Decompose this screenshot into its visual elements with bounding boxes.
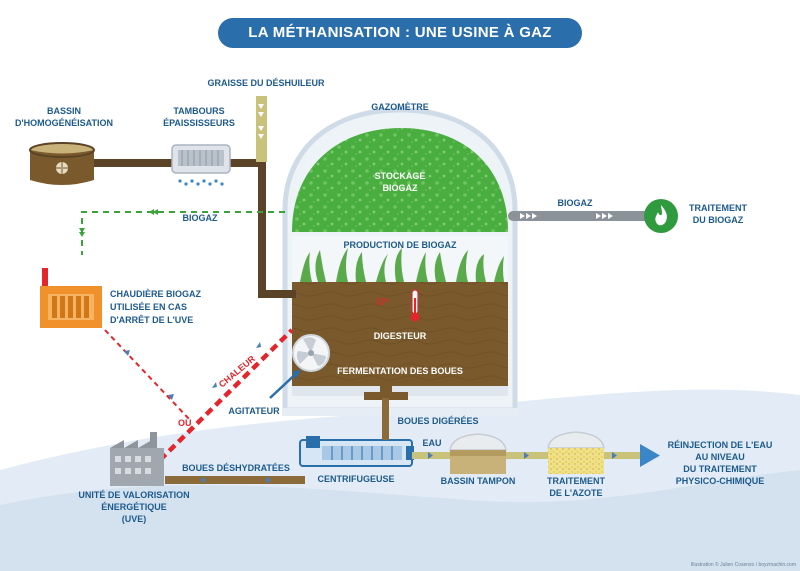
label-graisse: GRAISSE DU DÉSHUILEUR — [207, 78, 325, 88]
label-bassin-2: D'HOMOGÉNÉISATION — [15, 118, 113, 128]
agitator-fan-icon — [292, 334, 330, 372]
label-traitement-azote-1: TRAITEMENT — [547, 476, 605, 486]
nitrogen-treatment — [547, 431, 605, 474]
label-traitement-azote-2: DE L'AZOTE — [549, 488, 602, 498]
label-gazometre: GAZOMÈTRE — [371, 102, 429, 112]
label-chaudiere-3: D'ARRÊT DE L'UVE — [110, 314, 193, 325]
homogenization-basin — [29, 142, 95, 185]
background-wave-front — [0, 470, 800, 571]
label-centrifugeuse: CENTRIFUGEUSE — [317, 474, 394, 484]
label-uve-2: ÉNERGÉTIQUE — [101, 502, 167, 512]
label-chaudiere-1: CHAUDIÈRE BIOGAZ — [110, 289, 202, 299]
label-chaudiere-2: UTILISÉE EN CAS — [110, 302, 187, 312]
label-bassin-1: BASSIN — [47, 106, 81, 116]
label-biogaz-right: BIOGAZ — [558, 198, 594, 208]
biogas-production-plants — [300, 248, 504, 282]
digester-building — [282, 107, 518, 416]
biogas-flow-arrows — [79, 209, 158, 237]
label-bassin-tampon: BASSIN TAMPON — [441, 476, 516, 486]
dewatered-sludge-pipe — [165, 476, 305, 484]
label-biogaz-left: BIOGAZ — [183, 213, 219, 223]
page-title: LA MÉTHANISATION : UNE USINE À GAZ — [218, 18, 582, 48]
label-agitateur: AGITATEUR — [228, 406, 280, 416]
label-stockage-1: STOCKAGE — [375, 171, 426, 181]
biogas-line-to-boiler — [81, 211, 285, 255]
label-stockage-2: BIOGAZ — [383, 183, 419, 193]
factory-icon — [110, 432, 164, 486]
boiler-icon — [40, 268, 102, 328]
label-traitement-biogaz-1: TRAITEMENT — [689, 203, 747, 213]
credit-text: Illustration © Julien Cosenzo / boyzmach… — [691, 561, 796, 568]
label-reinjection-3: DU TRAITEMENT — [683, 464, 757, 474]
label-digesteur: DIGESTEUR — [374, 331, 427, 341]
label-boues-digerees: BOUES DIGÉRÉES — [397, 416, 478, 426]
heat-line-from-uve — [158, 328, 294, 462]
heat-line-from-boiler — [104, 329, 191, 421]
biogas-pipe-to-treatment — [508, 211, 650, 221]
temperature-label: 37° — [376, 297, 390, 307]
label-fermentation: FERMENTATION DES BOUES — [337, 366, 463, 376]
label-uve-3: (UVE) — [122, 514, 147, 524]
label-traitement-biogaz-2: DU BIOGAZ — [693, 215, 744, 225]
label-reinjection-4: PHYSICO-CHIMIQUE — [676, 476, 765, 486]
label-ou: OU — [178, 418, 192, 428]
label-tambours-2: ÉPAISSISSEURS — [163, 118, 235, 128]
thickening-drums — [171, 144, 231, 186]
label-uve-1: UNITÉ DE VALORISATION — [78, 490, 189, 500]
label-reinjection-2: AU NIVEAU — [695, 452, 745, 462]
sludge-pipes — [91, 159, 296, 298]
label-production: PRODUCTION DE BIOGAZ — [343, 240, 457, 250]
label-boues-deshydratees: BOUES DÉSHYDRATÉES — [182, 463, 290, 473]
label-tambours-1: TAMBOURS — [173, 106, 224, 116]
buffer-basin — [449, 433, 507, 474]
label-reinjection-1: RÉINJECTION DE L'EAU — [668, 440, 773, 450]
flame-icon — [644, 199, 678, 233]
arrow-right-icon — [640, 444, 660, 467]
centrifuge — [299, 436, 414, 467]
thermometer-icon — [410, 289, 420, 322]
label-eau: EAU — [422, 438, 441, 448]
